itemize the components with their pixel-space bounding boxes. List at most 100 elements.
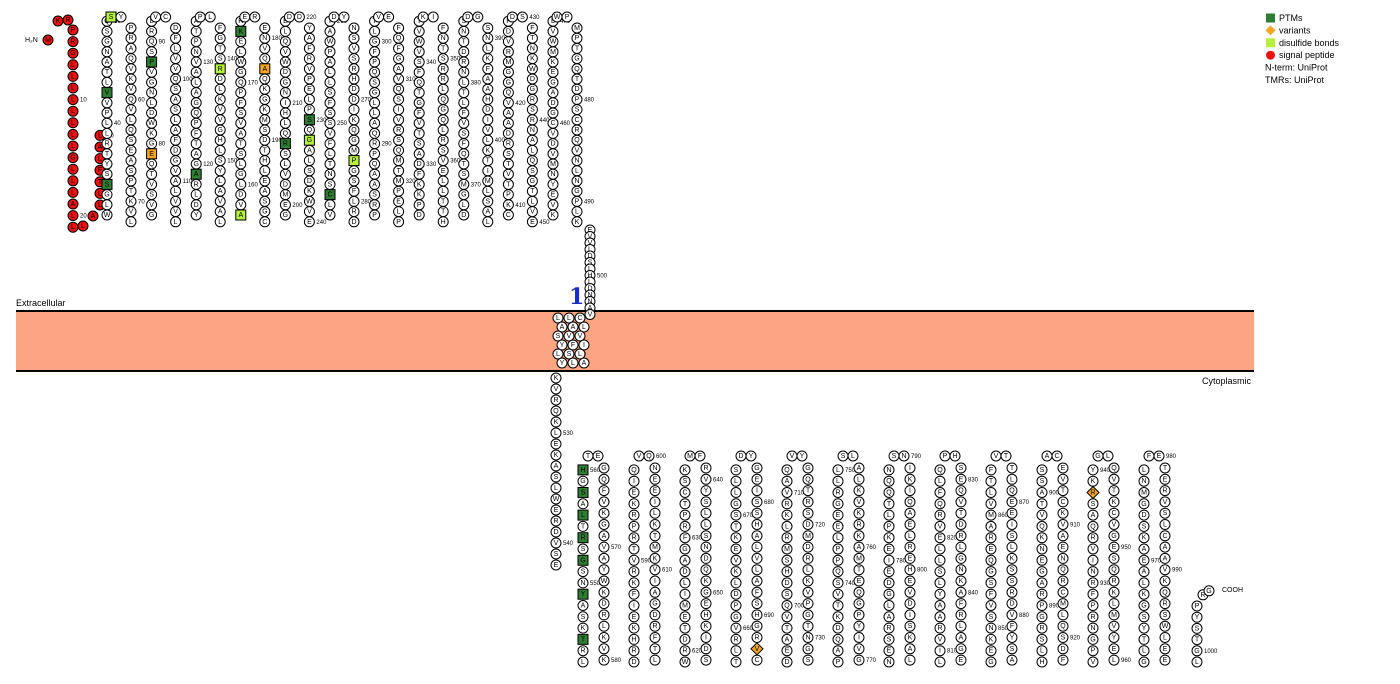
residue-letter: S (328, 120, 333, 127)
residue: A (190, 87, 202, 99)
residue: R (437, 73, 449, 85)
residue-letter: L (1061, 612, 1065, 619)
residue: G (259, 93, 271, 105)
residue-letter: L (283, 161, 287, 168)
residue-letter: R (104, 141, 109, 148)
residue: K (628, 622, 640, 634)
residue: R (802, 496, 814, 508)
residue-letter: L (328, 79, 332, 86)
residue: A (751, 530, 763, 542)
residue: A (1036, 577, 1048, 589)
residue: T (802, 485, 814, 497)
residue: Y (556, 357, 568, 369)
residue-letter: E (836, 523, 841, 530)
residue: S (985, 611, 997, 623)
residue: R (369, 138, 381, 150)
residue: G (190, 97, 202, 109)
residue: R (279, 138, 291, 150)
residue: N (571, 175, 583, 187)
position-label: 250 (337, 121, 348, 127)
residue: Y (796, 450, 808, 462)
residue: S (955, 462, 967, 474)
residue-letter: I (633, 603, 635, 610)
residue: P (324, 46, 336, 58)
residue-letter: V (307, 209, 312, 216)
residue: L (67, 117, 79, 129)
residue: F (170, 134, 182, 146)
residue: I (700, 632, 712, 643)
residue: L (552, 348, 564, 360)
residue: S (751, 496, 763, 508)
residue-letter: D (307, 178, 312, 185)
residue-letter: K (129, 198, 134, 205)
residue-letter: R (574, 127, 579, 134)
residue: L (832, 475, 844, 487)
residue: W (547, 36, 559, 48)
residue-letter: D (485, 107, 490, 114)
residue: N (1087, 622, 1099, 634)
residue: W (146, 117, 158, 129)
residue-letter: E (632, 614, 637, 621)
residue-letter: L (653, 657, 657, 664)
residue: V (750, 642, 764, 656)
residue-letter: E (1061, 465, 1066, 472)
residue-letter: D (465, 14, 470, 21)
residue: V (413, 46, 425, 58)
residue: M (482, 175, 494, 187)
residue-letter: L (734, 580, 738, 587)
residue: H (628, 633, 640, 645)
residue: Q (279, 127, 291, 139)
residue: L (1138, 645, 1150, 657)
residue: Q (1159, 586, 1171, 598)
residue-letter: A (91, 213, 96, 220)
residue: R (1006, 586, 1018, 598)
residue-letter: V (551, 151, 556, 158)
residue: V (214, 195, 226, 207)
residue-letter: N (530, 127, 535, 134)
residue-letter: L (887, 603, 891, 610)
residue-letter: E (307, 219, 312, 226)
residue: S (482, 22, 494, 34)
residue: A (502, 117, 514, 129)
residue-letter: K (551, 212, 556, 219)
residue: C (571, 114, 583, 126)
residue: L (1006, 541, 1018, 553)
residue: V (802, 586, 814, 598)
residue: V (502, 97, 514, 109)
residue-letter: T (396, 168, 401, 175)
residue: Q (571, 63, 583, 75)
residue-letter: M (682, 603, 688, 610)
residue-letter: V (755, 555, 760, 562)
residue: S (730, 509, 742, 521)
residue-letter: L (441, 127, 445, 134)
residue-letter: L (218, 86, 222, 93)
position-label: 780 (896, 558, 907, 564)
residue-letter: G (1141, 659, 1146, 666)
residue-letter: R (194, 181, 199, 188)
residue-letter: P (632, 523, 637, 530)
residue-letter: Y (218, 168, 223, 175)
residue: A (1036, 487, 1048, 498)
residue: A (853, 541, 865, 553)
residue-letter: E (755, 476, 760, 483)
residue-letter: S (1010, 578, 1015, 585)
residue-letter: V (551, 28, 556, 35)
residue: S (781, 588, 793, 600)
residue: V (547, 25, 559, 37)
residue: D (802, 519, 814, 530)
residue-letter: N (149, 90, 154, 97)
residue-letter: V (790, 453, 795, 460)
residue: L (170, 42, 182, 54)
residue: E (383, 11, 395, 23)
position-label: 860 (998, 513, 1009, 519)
residue: V (125, 104, 137, 116)
residue: V (751, 552, 763, 564)
residue-letter: P (372, 212, 377, 219)
residue: W (235, 56, 247, 68)
residue-letter: T (328, 161, 333, 168)
residue: K (1159, 575, 1171, 587)
residue-letter: L (1142, 648, 1146, 655)
residue-letter: D (738, 453, 743, 460)
residue-letter: N (1090, 625, 1095, 632)
residue-letter: N (485, 35, 490, 42)
